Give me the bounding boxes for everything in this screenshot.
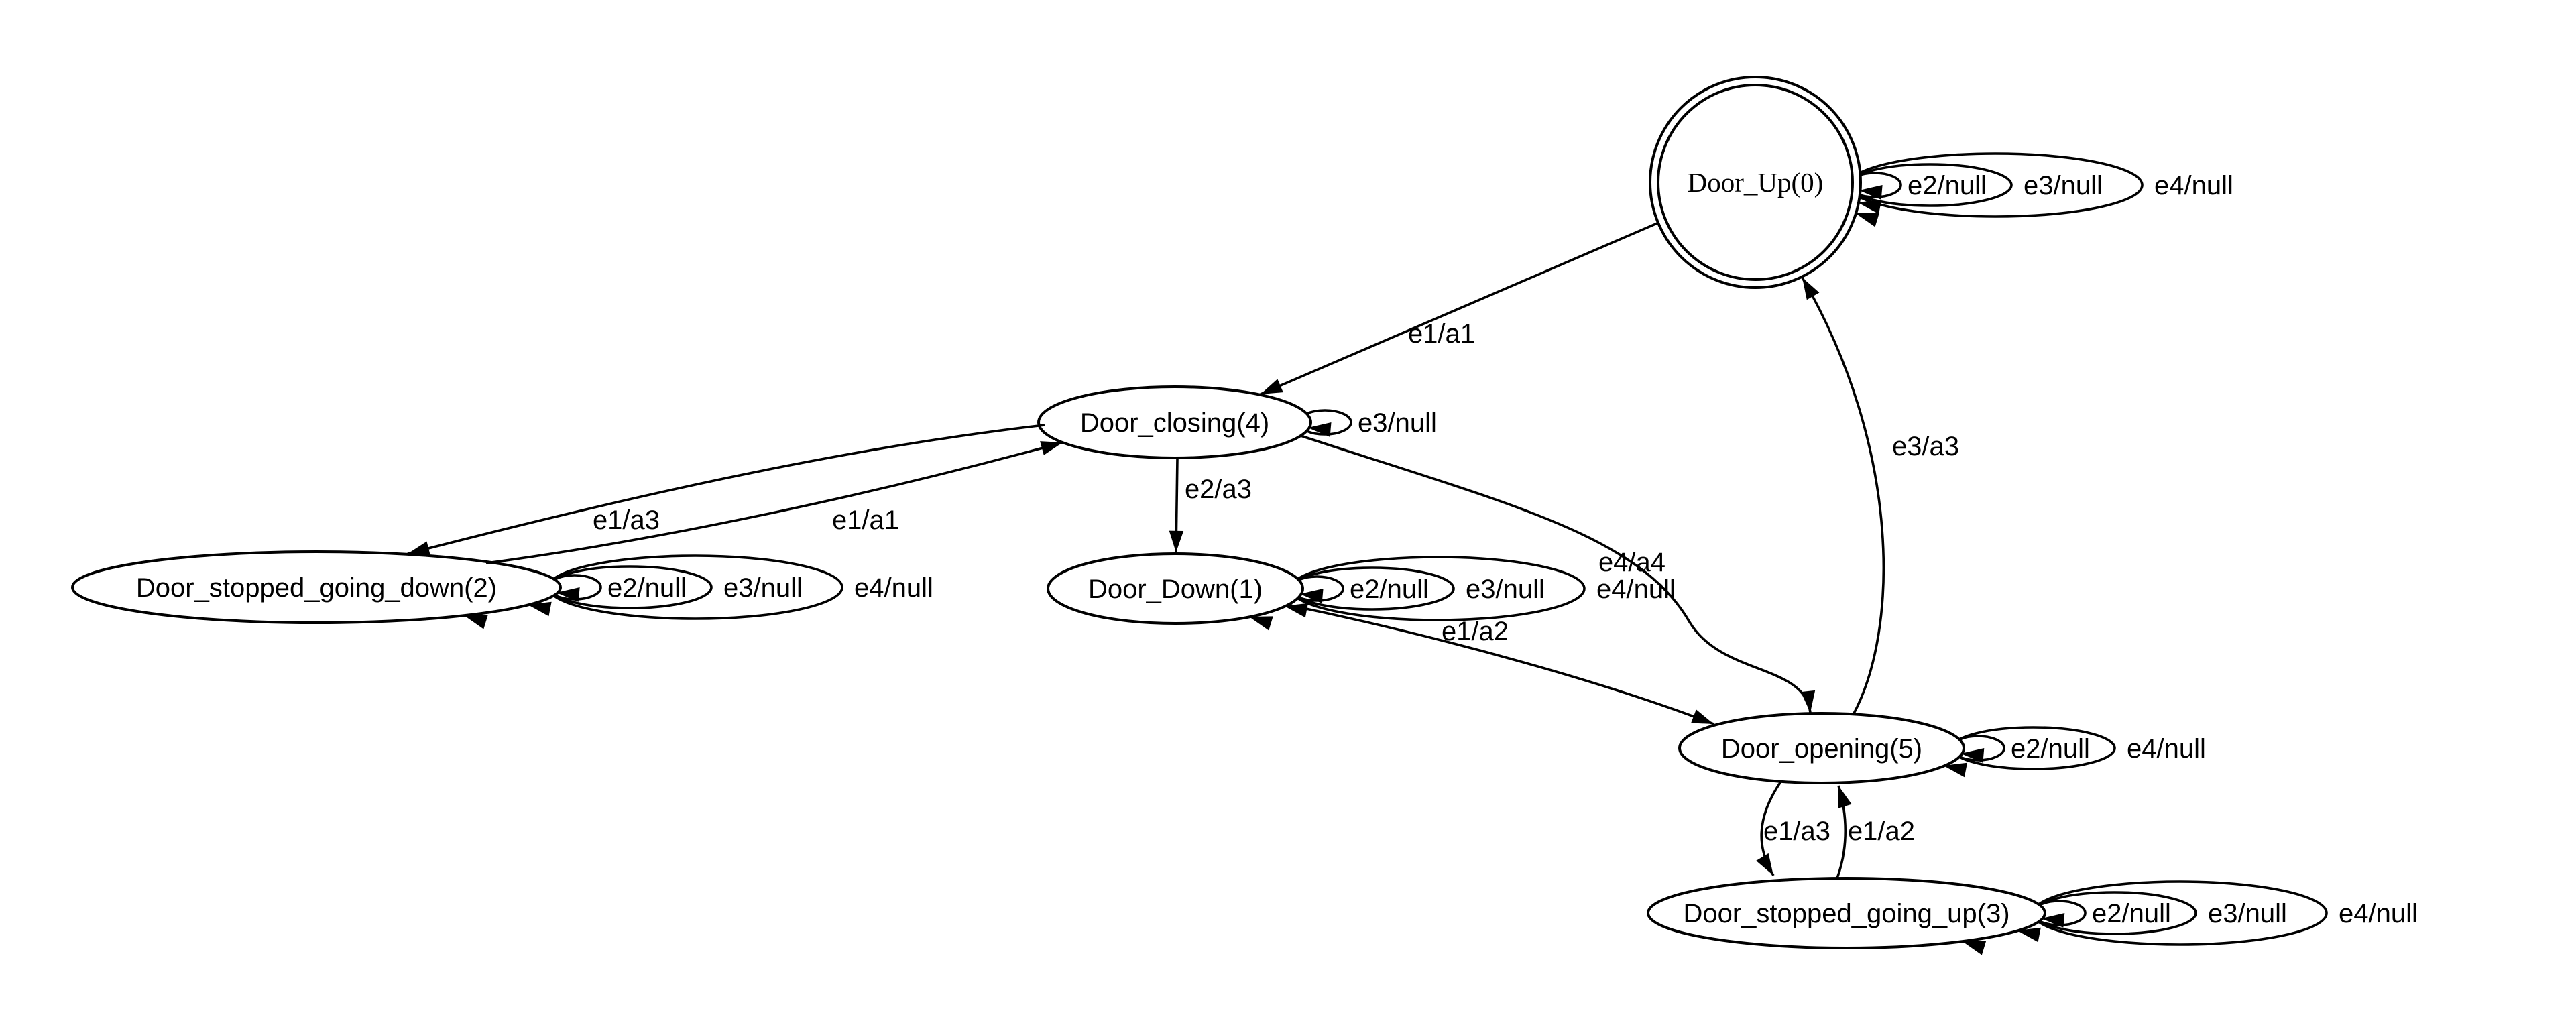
self-loop-label-door_up-1: e2/null: [1908, 171, 1987, 200]
self-loop-label-door_stopped_down-1: e2/null: [607, 573, 687, 603]
self-loop-arrowhead-door_down-1: [1299, 589, 1324, 603]
transition-label-door_closing-to-door_stopped_down: e1/a3: [593, 505, 660, 535]
transition-door_closing-to-door_down: [1169, 457, 1184, 553]
self-loop-label-door_stopped_up-3: e4/null: [2339, 899, 2418, 928]
transition-door_opening-to-door_stopped_up: [1756, 780, 1782, 876]
self-loop-label-door_opening-2: e4/null: [2127, 734, 2206, 764]
self-loop-label-door_down-1: e2/null: [1350, 575, 1429, 604]
self-loop-arrowhead-door_stopped_up-3: [1962, 941, 1987, 955]
state-label-door_stopped_up: Door_stopped_going_up(3): [1683, 899, 2009, 928]
self-loop-arrowhead-door_stopped_up-1: [2041, 913, 2065, 928]
self-loop-label-door_opening-1: e2/null: [2011, 734, 2090, 764]
self-loop-label-door_down-2: e3/null: [1466, 575, 1545, 604]
self-loop-arrowhead-door_up-3: [1855, 213, 1880, 227]
self-loop-label-door_stopped_down-3: e4/null: [854, 573, 933, 603]
transition-door_stopped_down-to-door_closing: [485, 441, 1063, 564]
state-shape-door_stopped_up: [1647, 877, 2046, 949]
self-loop-arrowhead-door_down-3: [1249, 616, 1273, 631]
transition-door_opening-to-door_up: [1801, 277, 1885, 715]
transition-label-door_stopped_up-to-door_opening: e1/a2: [1848, 817, 1915, 846]
self-loop-label-door_stopped_down-2: e3/null: [723, 573, 803, 603]
state-shape-door_down: [1047, 552, 1304, 625]
state-label-door_down: Door_Down(1): [1088, 575, 1263, 604]
self-loop-label-door_up-2: e3/null: [2024, 171, 2103, 200]
self-loop-arrowhead-door_down-2: [1284, 603, 1309, 618]
state-inner-ring-door_up: [1657, 84, 1854, 281]
self-loop-label-door_stopped_up-1: e2/null: [2092, 899, 2171, 928]
transition-label-door_down-to-door_opening: e1/a2: [1442, 617, 1509, 646]
transition-label-door_closing-to-door_down: e2/a3: [1185, 475, 1252, 504]
self-loop-arrowhead-door_stopped_down-1: [556, 587, 580, 602]
transition-label-door_opening-to-door_up: e3/a3: [1892, 432, 1959, 461]
self-loop-label-door_closing-1: e3/null: [1358, 408, 1437, 438]
self-loop-arrowhead-door_opening-2: [1943, 762, 1968, 778]
transition-door_stopped_up-to-door_opening: [1836, 785, 1852, 879]
self-loop-arrowhead-door_stopped_up-2: [2017, 927, 2041, 943]
state-shape-door_opening: [1678, 712, 1965, 784]
self-loop-label-door_up-3: e4/null: [2154, 171, 2233, 200]
state-shape-door_stopped_down: [71, 550, 562, 624]
transition-door_down-to-door_opening: [1287, 603, 1714, 725]
self-loop-label-door_down-3: e4/null: [1596, 575, 1676, 604]
transition-door_up-to-door_closing: [1260, 221, 1659, 396]
transition-door_closing-to-door_opening: [1300, 434, 1816, 713]
state-label-door_closing: Door_closing(4): [1080, 408, 1269, 438]
self-loop-arrowhead-door_stopped_down-2: [528, 601, 552, 617]
transition-label-door_up-to-door_closing: e1/a1: [1408, 319, 1475, 349]
self-loop-arrowhead-door_closing-1: [1307, 422, 1332, 437]
self-loop-arrowhead-door_opening-1: [1960, 748, 1985, 763]
state-label-door_up: Door_Up(0): [1688, 167, 1824, 198]
self-loop-arrowhead-door_up-1: [1859, 185, 1883, 200]
self-loop-label-door_stopped_up-2: e3/null: [2208, 899, 2287, 928]
transition-label-door_closing-to-door_opening: e4/a4: [1598, 548, 1665, 577]
state-label-door_opening: Door_opening(5): [1721, 734, 1922, 764]
transition-door_closing-to-door_stopped_down: [407, 424, 1045, 556]
self-loop-arrowhead-door_up-2: [1857, 199, 1882, 215]
transition-label-door_opening-to-door_stopped_up: e1/a3: [1763, 817, 1830, 846]
transition-label-door_stopped_down-to-door_closing: e1/a1: [832, 505, 899, 535]
state-shape-door_closing: [1037, 385, 1312, 459]
self-loop-arrowhead-door_stopped_down-3: [464, 615, 488, 629]
state-label-door_stopped_down: Door_stopped_going_down(2): [136, 573, 497, 603]
